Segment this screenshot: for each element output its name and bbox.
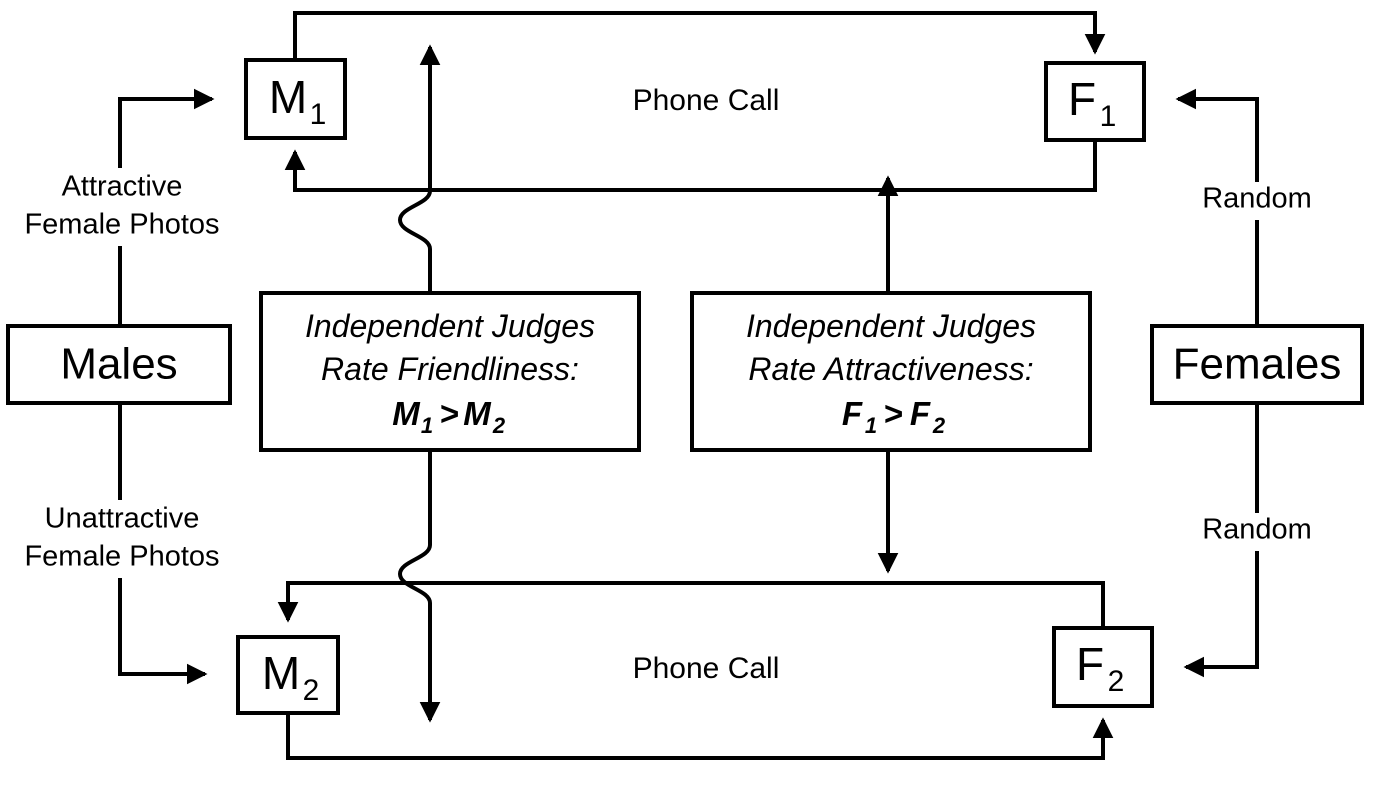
edge-m2-to-f2-phone-call: [286, 713, 1114, 760]
judges-attractiveness-line1: Independent Judges: [746, 308, 1036, 344]
node-m1-label: M: [269, 71, 307, 123]
phone-call-top-label: Phone Call: [633, 84, 780, 117]
node-m1-subscript: 1: [310, 98, 327, 131]
attractive-photos-line1: Attractive: [62, 171, 183, 203]
judges-attractiveness-result-operator: >: [883, 395, 902, 432]
random-top-label: Random: [1202, 183, 1312, 215]
judges-friendliness-result-left-sub: 1: [421, 413, 433, 438]
judges-attractiveness-result-left: F: [842, 395, 863, 432]
node-males[interactable]: Males: [6, 324, 232, 405]
label-attractive-female-photos: Attractive Female Photos: [24, 168, 220, 246]
judges-attractiveness-result-right: F: [910, 395, 931, 432]
edge-friendliness-judges-down: [397, 450, 441, 723]
unattractive-photos-line2: Female Photos: [24, 541, 219, 573]
node-m1[interactable]: M 1: [244, 58, 347, 140]
node-judges-friendliness[interactable]: Independent Judges Rate Friendliness: M …: [259, 291, 641, 452]
judges-friendliness-line2: Rate Friendliness:: [321, 351, 579, 387]
judges-friendliness-result-left: M: [392, 395, 421, 432]
label-random-bottom: Random: [1187, 513, 1327, 551]
node-m2-subscript: 2: [303, 674, 320, 707]
edge-males-to-m2-unattractive-photos: [118, 403, 208, 685]
label-phone-call-bottom: Phone Call: [633, 652, 780, 685]
judges-friendliness-result-right-sub: 2: [492, 413, 506, 438]
edge-m1-to-f1-phone-call: [293, 11, 1106, 60]
node-f1-subscript: 1: [1100, 100, 1117, 133]
attractive-photos-line2: Female Photos: [24, 209, 219, 241]
label-phone-call-top: Phone Call: [633, 84, 780, 117]
judges-friendliness-result-operator: >: [439, 395, 458, 432]
judges-friendliness-result: M 1 > M 2: [392, 395, 506, 438]
edge-f1-to-m1-phone-call: [284, 140, 1097, 192]
edge-males-to-m1-attractive-photos: [118, 88, 215, 326]
judges-attractiveness-line2: Rate Attractiveness:: [748, 351, 1033, 387]
unattractive-photos-line1: Unattractive: [45, 503, 200, 535]
node-judges-attractiveness[interactable]: Independent Judges Rate Attractiveness: …: [690, 291, 1092, 452]
node-m2-label: M: [262, 647, 300, 699]
phone-call-bottom-label: Phone Call: [633, 652, 780, 685]
judges-attractiveness-result: F 1 > F 2: [842, 395, 946, 438]
judges-friendliness-line1: Independent Judges: [305, 308, 595, 344]
edge-f2-to-m2-phone-call: [277, 581, 1105, 628]
node-f2[interactable]: F 2: [1052, 626, 1154, 708]
node-f1-label: F: [1068, 73, 1096, 125]
edge-females-to-f2-random: [1183, 403, 1259, 678]
label-unattractive-female-photos: Unattractive Female Photos: [18, 500, 228, 578]
node-f1[interactable]: F 1: [1044, 61, 1146, 142]
node-females[interactable]: Females: [1150, 324, 1364, 405]
node-males-label: Males: [60, 340, 177, 389]
node-females-label: Females: [1173, 340, 1342, 389]
judges-attractiveness-result-right-sub: 2: [932, 413, 946, 438]
node-f2-label: F: [1076, 638, 1104, 690]
node-m2[interactable]: M 2: [236, 635, 340, 715]
edge-friendliness-judges-up: [397, 44, 441, 293]
judges-friendliness-result-right: M: [463, 395, 492, 432]
node-f2-subscript: 2: [1108, 665, 1125, 698]
judges-attractiveness-result-left-sub: 1: [865, 413, 877, 438]
random-bottom-label: Random: [1202, 514, 1312, 546]
label-random-top: Random: [1187, 182, 1327, 220]
edge-females-to-f1-random: [1175, 88, 1259, 326]
